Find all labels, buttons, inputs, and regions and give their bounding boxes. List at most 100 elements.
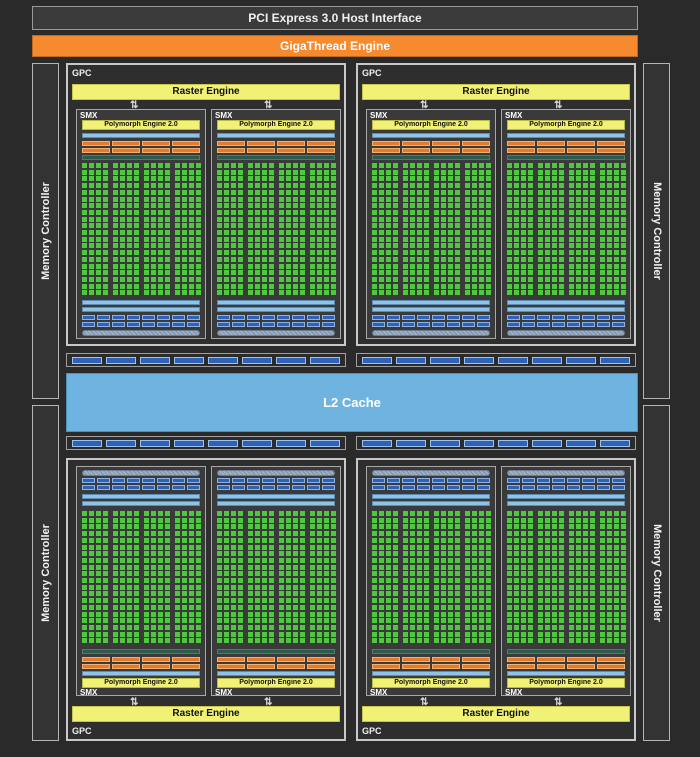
cuda-core bbox=[331, 578, 336, 583]
cuda-core bbox=[293, 618, 298, 623]
cuda-core bbox=[317, 284, 322, 289]
load-store-unit bbox=[262, 478, 275, 483]
uniform-cache bbox=[217, 494, 335, 499]
cuda-core bbox=[175, 210, 180, 215]
cuda-core bbox=[441, 183, 446, 188]
cuda-core bbox=[217, 558, 222, 563]
cuda-core bbox=[507, 237, 512, 242]
cuda-core bbox=[393, 197, 398, 202]
register-file bbox=[82, 155, 200, 160]
cuda-core bbox=[144, 605, 149, 610]
cuda-core bbox=[479, 163, 484, 168]
cuda-core bbox=[614, 612, 619, 617]
cuda-core bbox=[224, 284, 229, 289]
cuda-core bbox=[538, 163, 543, 168]
cuda-core bbox=[134, 210, 139, 215]
cuda-core bbox=[403, 190, 408, 195]
cuda-core bbox=[224, 565, 229, 570]
cuda-core bbox=[279, 290, 284, 295]
cuda-core bbox=[393, 250, 398, 255]
cuda-core bbox=[331, 585, 336, 590]
cuda-core bbox=[507, 591, 512, 596]
cuda-core bbox=[317, 638, 322, 643]
cuda-core bbox=[175, 170, 180, 175]
cuda-core bbox=[528, 203, 533, 208]
cuda-core bbox=[144, 571, 149, 576]
cuda-core bbox=[417, 210, 422, 215]
cuda-core bbox=[528, 632, 533, 637]
dispatch-unit bbox=[537, 664, 565, 669]
cuda-core bbox=[331, 598, 336, 603]
cuda-core bbox=[103, 545, 108, 550]
cuda-core bbox=[576, 524, 581, 529]
cuda-core bbox=[590, 632, 595, 637]
cuda-core bbox=[372, 170, 377, 175]
smx-label: SMX bbox=[80, 688, 98, 697]
cuda-core bbox=[545, 605, 550, 610]
memory-controller-label: Memory Controller bbox=[39, 524, 52, 622]
cuda-core bbox=[127, 243, 132, 248]
cuda-core bbox=[514, 243, 519, 248]
cuda-core bbox=[441, 190, 446, 195]
load-store-unit bbox=[232, 315, 245, 320]
cuda-core bbox=[134, 257, 139, 262]
cuda-core bbox=[82, 250, 87, 255]
cuda-core bbox=[590, 176, 595, 181]
cuda-core bbox=[472, 163, 477, 168]
dispatch-unit bbox=[537, 141, 565, 146]
cuda-core bbox=[189, 585, 194, 590]
cuda-core bbox=[293, 545, 298, 550]
instruction-cache bbox=[82, 671, 200, 676]
cuda-core bbox=[386, 264, 391, 269]
cuda-core bbox=[393, 284, 398, 289]
cuda-core bbox=[165, 270, 170, 275]
cuda-core bbox=[269, 585, 274, 590]
cuda-core bbox=[569, 565, 574, 570]
cuda-core bbox=[262, 612, 267, 617]
cuda-core bbox=[448, 210, 453, 215]
cuda-core bbox=[217, 511, 222, 516]
cuda-core bbox=[113, 551, 118, 556]
cuda-core bbox=[144, 223, 149, 228]
cuda-core bbox=[479, 203, 484, 208]
cuda-core bbox=[417, 565, 422, 570]
cuda-core bbox=[472, 237, 477, 242]
cuda-core bbox=[434, 531, 439, 536]
cuda-core-grid bbox=[217, 511, 336, 645]
cuda-core bbox=[175, 638, 180, 643]
cuda-core bbox=[372, 217, 377, 222]
cuda-core bbox=[248, 632, 253, 637]
cuda-core bbox=[103, 511, 108, 516]
cuda-core bbox=[96, 531, 101, 536]
cuda-core bbox=[300, 277, 305, 282]
cuda-core bbox=[514, 612, 519, 617]
cuda-core bbox=[403, 230, 408, 235]
cuda-core bbox=[424, 585, 429, 590]
cuda-core bbox=[521, 558, 526, 563]
cuda-core bbox=[279, 638, 284, 643]
cuda-core bbox=[434, 250, 439, 255]
cuda-core bbox=[127, 585, 132, 590]
cuda-core bbox=[393, 277, 398, 282]
cuda-core bbox=[545, 585, 550, 590]
cuda-core bbox=[300, 565, 305, 570]
cuda-core bbox=[324, 264, 329, 269]
cuda-core bbox=[600, 518, 605, 523]
cuda-core bbox=[238, 257, 243, 262]
cuda-core bbox=[144, 197, 149, 202]
cuda-core bbox=[472, 197, 477, 202]
cuda-core bbox=[479, 545, 484, 550]
dispatch-unit bbox=[372, 141, 400, 146]
cuda-core bbox=[521, 230, 526, 235]
cuda-core bbox=[528, 264, 533, 269]
cuda-core bbox=[82, 270, 87, 275]
cuda-core bbox=[144, 638, 149, 643]
cuda-core bbox=[552, 591, 557, 596]
cuda-core bbox=[182, 243, 187, 248]
cuda-core bbox=[238, 163, 243, 168]
cuda-core bbox=[552, 571, 557, 576]
cuda-core bbox=[479, 531, 484, 536]
shared-memory bbox=[372, 300, 490, 305]
cuda-core bbox=[317, 290, 322, 295]
